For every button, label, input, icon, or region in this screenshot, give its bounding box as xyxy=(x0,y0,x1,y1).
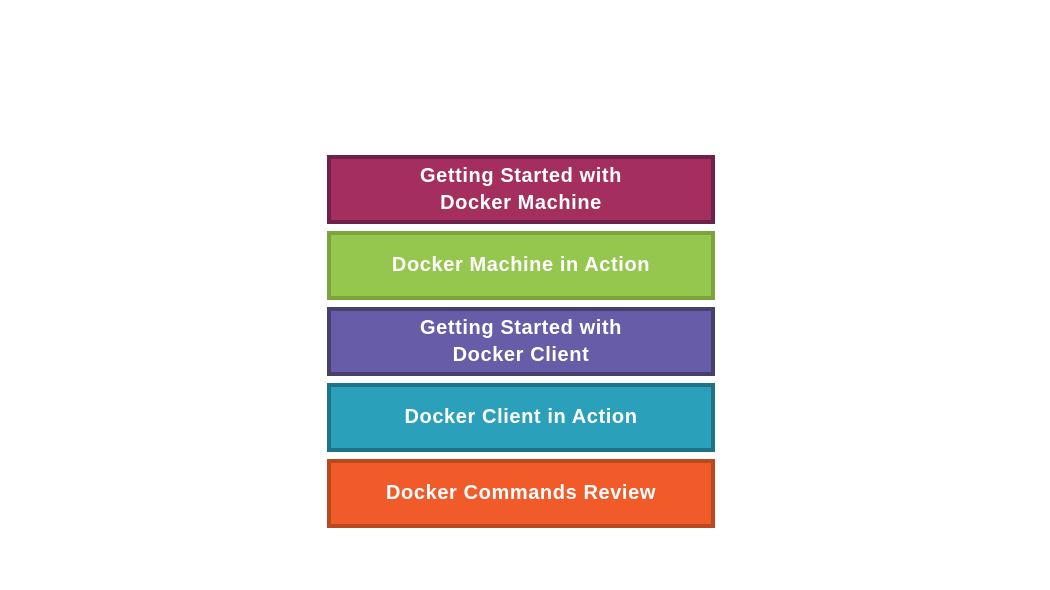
diagram-box-1: Getting Started with Docker Machine xyxy=(327,155,715,224)
diagram-box-label: Docker Client in Action xyxy=(404,406,638,428)
diagram-box-label: Getting Started with Docker Client xyxy=(420,316,622,366)
module-box-stack: Getting Started with Docker Machine Dock… xyxy=(327,155,715,528)
diagram-box-4: Docker Client in Action xyxy=(327,383,715,452)
diagram-box-label: Docker Machine in Action xyxy=(391,254,651,276)
diagram-box-label: Getting Started with Docker Machine xyxy=(420,164,622,214)
diagram-box-3: Getting Started with Docker Client xyxy=(327,307,715,376)
diagram-box-2: Docker Machine in Action xyxy=(327,231,715,300)
diagram-box-5: Docker Commands Review xyxy=(327,459,715,528)
diagram-box-label: Docker Commands Review xyxy=(386,482,656,504)
